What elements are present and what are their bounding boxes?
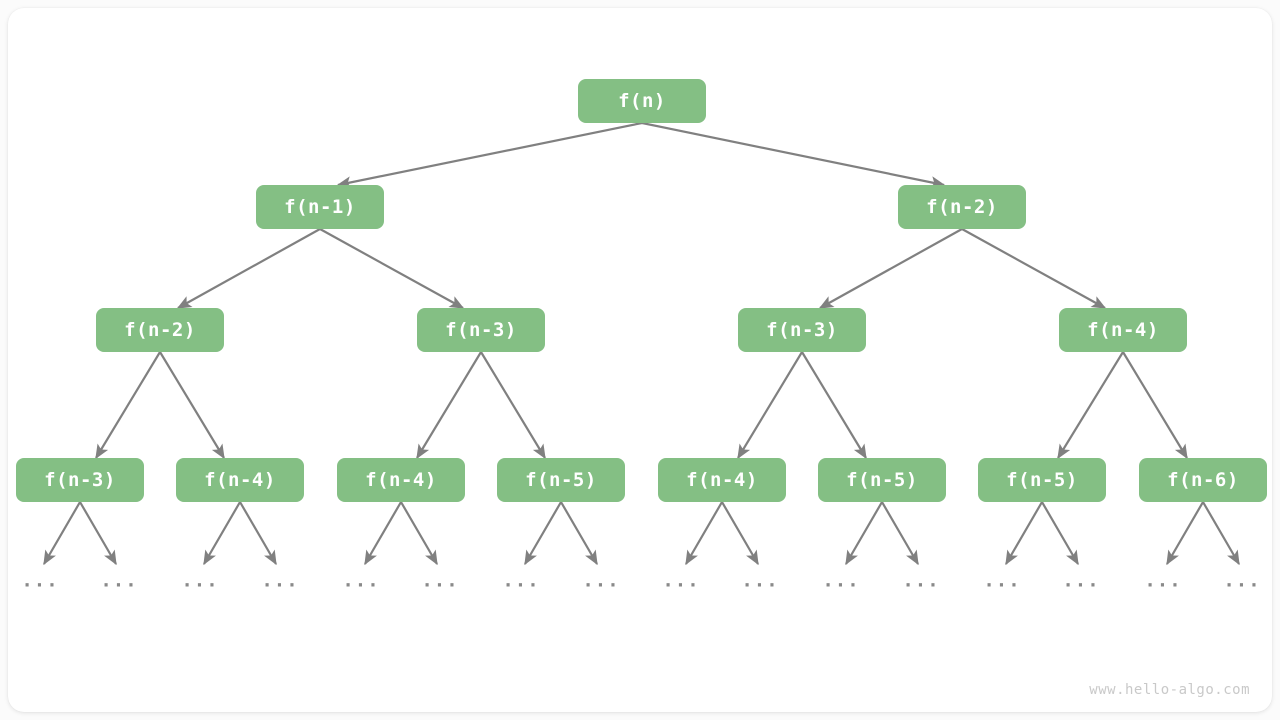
tree-node-level-1-0: f(n-1) — [256, 185, 384, 229]
watermark: www.hello-algo.com — [1089, 682, 1250, 698]
tree-edge — [560, 501, 598, 566]
tree-edge — [95, 351, 161, 460]
tree-node-level-3-1: f(n-4) — [176, 458, 304, 502]
tree-edge — [1122, 351, 1188, 460]
tree-edge — [1202, 501, 1240, 566]
tree-edge — [319, 228, 465, 309]
ellipsis-marker: ··· — [181, 574, 219, 597]
ellipsis-marker: ··· — [100, 574, 138, 597]
ellipsis-marker: ··· — [983, 574, 1021, 597]
tree-edge — [961, 228, 1107, 309]
tree-edge — [416, 351, 482, 460]
ellipsis-marker: ··· — [261, 574, 299, 597]
ellipsis-marker: ··· — [741, 574, 779, 597]
tree-edge — [737, 351, 803, 460]
tree-edge — [524, 501, 562, 566]
tree-node-level-2-3: f(n-4) — [1059, 308, 1187, 352]
tree-edge — [641, 121, 946, 189]
ellipsis-marker: ··· — [582, 574, 620, 597]
tree-edge — [203, 501, 241, 566]
ellipsis-marker: ··· — [822, 574, 860, 597]
tree-edge — [801, 351, 867, 460]
ellipsis-marker: ··· — [342, 574, 380, 597]
tree-edge — [159, 351, 225, 460]
diagram-card: f(n) f(n-1) f(n-2) f(n-2) f(n-3) f(n-3) f(n-4)… — [8, 8, 1272, 712]
tree-node-level-3-3: f(n-5) — [497, 458, 625, 502]
ellipsis-marker: ··· — [662, 574, 700, 597]
tree-edge — [400, 501, 438, 566]
ellipsis-marker: ··· — [421, 574, 459, 597]
tree-edge — [336, 121, 643, 189]
tree-node-level-3-6: f(n-5) — [978, 458, 1106, 502]
ellipsis-marker: ··· — [21, 574, 59, 597]
tree-node-level-2-2: f(n-3) — [738, 308, 866, 352]
tree-node-level-3-2: f(n-4) — [337, 458, 465, 502]
tree-edge — [881, 501, 919, 566]
tree-edge — [480, 351, 546, 460]
tree-node-level-3-5: f(n-5) — [818, 458, 946, 502]
tree-edge — [1005, 501, 1043, 566]
tree-node-level-2-0: f(n-2) — [96, 308, 224, 352]
tree-node-level-3-0: f(n-3) — [16, 458, 144, 502]
ellipsis-marker: ··· — [1062, 574, 1100, 597]
ellipsis-marker: ··· — [502, 574, 540, 597]
tree-edge — [43, 501, 81, 566]
tree-edge — [845, 501, 883, 566]
tree-edge — [1057, 351, 1124, 460]
ellipsis-marker: ··· — [902, 574, 940, 597]
tree-node-level-1-1: f(n-2) — [898, 185, 1026, 229]
tree-node-level-2-1: f(n-3) — [417, 308, 545, 352]
tree-edge — [685, 501, 723, 566]
tree-edge — [1041, 501, 1079, 566]
ellipsis-marker: ··· — [1223, 574, 1261, 597]
tree-node-level-0-0: f(n) — [578, 79, 706, 123]
tree-edge — [364, 501, 402, 566]
tree-node-level-3-7: f(n-6) — [1139, 458, 1267, 502]
recursion-tree-diagram: f(n) f(n-1) f(n-2) f(n-2) f(n-3) f(n-3) f(n-4)… — [8, 8, 1272, 712]
tree-node-level-3-4: f(n-4) — [658, 458, 786, 502]
ellipsis-marker: ··· — [1144, 574, 1182, 597]
tree-edge — [239, 501, 277, 566]
tree-edge — [1166, 501, 1204, 566]
tree-edge — [176, 228, 321, 309]
tree-edge — [721, 501, 759, 566]
tree-edge — [79, 501, 117, 566]
tree-edge — [818, 228, 963, 309]
